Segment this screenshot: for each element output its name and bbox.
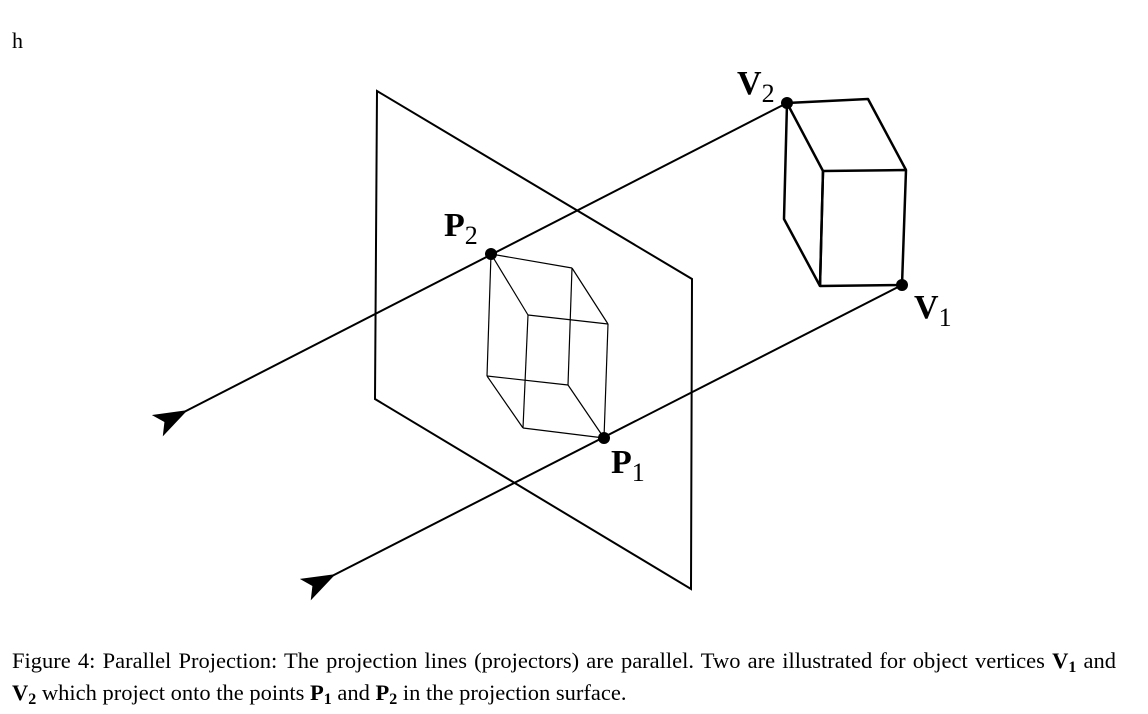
caption-text-1: Parallel Projection: The projection line… <box>102 648 1045 673</box>
label-p2: P2 <box>444 207 478 250</box>
caption-text-2: which project onto the points <box>41 680 305 705</box>
point-p1-dot <box>598 432 610 444</box>
figure-caption: Figure 4: Parallel Projection: The proje… <box>12 648 1117 708</box>
label-v1: V1 <box>914 289 952 332</box>
label-v2: V2 <box>737 65 775 108</box>
caption-v1: V1 <box>1052 648 1077 676</box>
label-p1: P1 <box>611 444 645 487</box>
projector-line-lower <box>299 284 903 601</box>
projection-plane <box>373 89 694 591</box>
parallel-projection-diagram <box>151 89 908 601</box>
point-p2-dot <box>485 248 497 260</box>
object-cube <box>782 97 908 288</box>
projected-cube <box>486 253 609 439</box>
caption-v2: V2 <box>12 680 37 708</box>
caption-p1: P1 <box>309 680 332 708</box>
caption-p2: P2 <box>375 680 398 708</box>
caption-figure-number: Figure 4: <box>12 648 96 673</box>
caption-text-3: in the projection surface. <box>402 680 627 705</box>
vertex-v1-dot <box>896 279 908 291</box>
page-marker: h <box>12 28 23 53</box>
vertex-v2-dot <box>781 97 793 109</box>
projector-line-upper <box>151 102 788 437</box>
